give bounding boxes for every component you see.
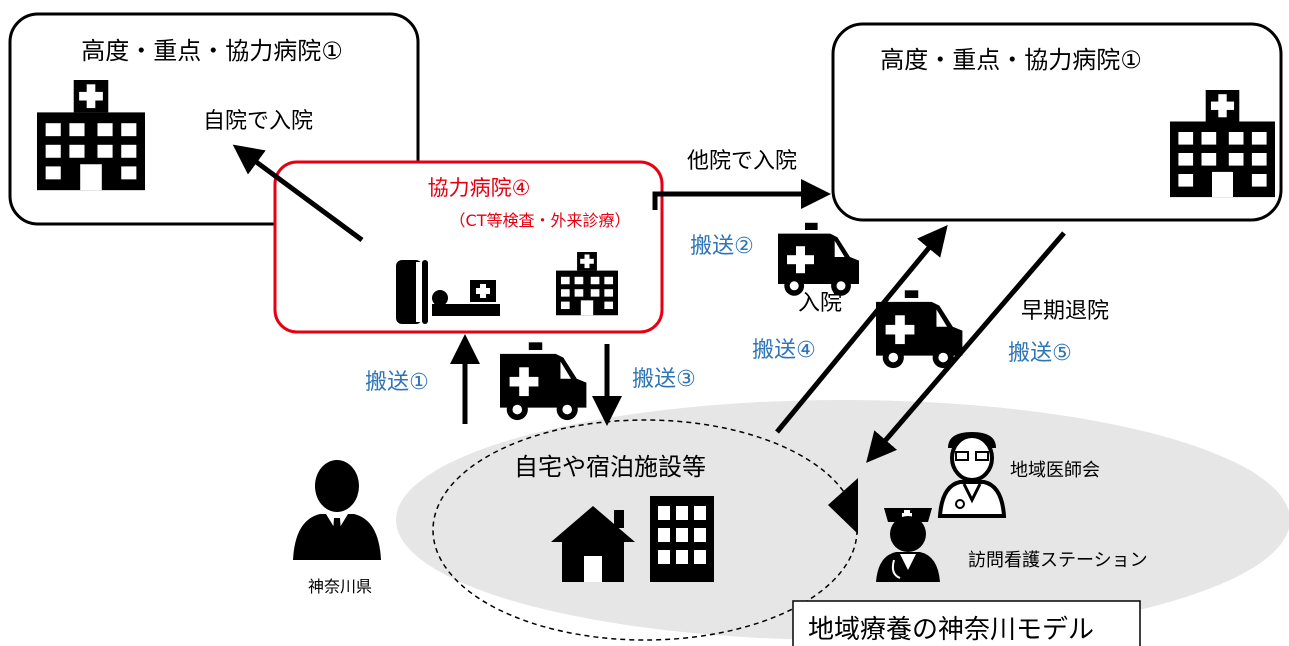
- transport3-label: 搬送③: [632, 367, 696, 392]
- cooperating-subtitle: （CT等検査・外来診療）: [450, 211, 631, 230]
- arrow-transport4: [775, 225, 948, 434]
- hospital-left-title: 高度・重点・協力病院①: [81, 37, 343, 65]
- ambulance-icon: [500, 342, 587, 421]
- arrow-head-community: [828, 478, 858, 534]
- arrow-to-right-hospital: [652, 179, 832, 210]
- admission-label: 入院: [798, 291, 842, 316]
- early-discharge-label: 早期退院: [1021, 299, 1109, 324]
- transport4-label: 搬送④: [752, 338, 816, 363]
- building-icon: [650, 496, 714, 582]
- transport5-label: 搬送⑤: [1008, 341, 1072, 366]
- ct-scanner-icon: [396, 260, 500, 324]
- cooperating-title: 協力病院④: [428, 176, 531, 200]
- arrow-to-left-hospital: [232, 144, 364, 243]
- hospital-right-title: 高度・重点・協力病院①: [880, 46, 1142, 74]
- model-title: 地域療養の神奈川モデル: [808, 615, 1094, 645]
- doctor-icon: [937, 432, 1007, 518]
- nursing-station-label: 訪問看護ステーション: [968, 550, 1148, 571]
- admit-self-label: 自院で入院: [203, 109, 313, 134]
- model-title-box: [792, 600, 1141, 646]
- arrow-transport5: [866, 231, 1066, 463]
- prefecture-label: 神奈川県: [308, 577, 372, 596]
- nurse-icon: [876, 508, 940, 582]
- transport1-label: 搬送①: [365, 370, 429, 395]
- ambulance-icon: [778, 222, 859, 296]
- person-icon: [293, 460, 381, 560]
- house-icon: [551, 506, 635, 582]
- ambulance-icon: [876, 290, 963, 369]
- home-label: 自宅や宿泊施設等: [514, 453, 706, 481]
- transport2-label: 搬送②: [690, 234, 754, 259]
- medical-assoc-label: 地域医師会: [1010, 460, 1100, 481]
- hospital-right-box: [831, 22, 1283, 222]
- admit-other-label: 他院で入院: [687, 149, 797, 174]
